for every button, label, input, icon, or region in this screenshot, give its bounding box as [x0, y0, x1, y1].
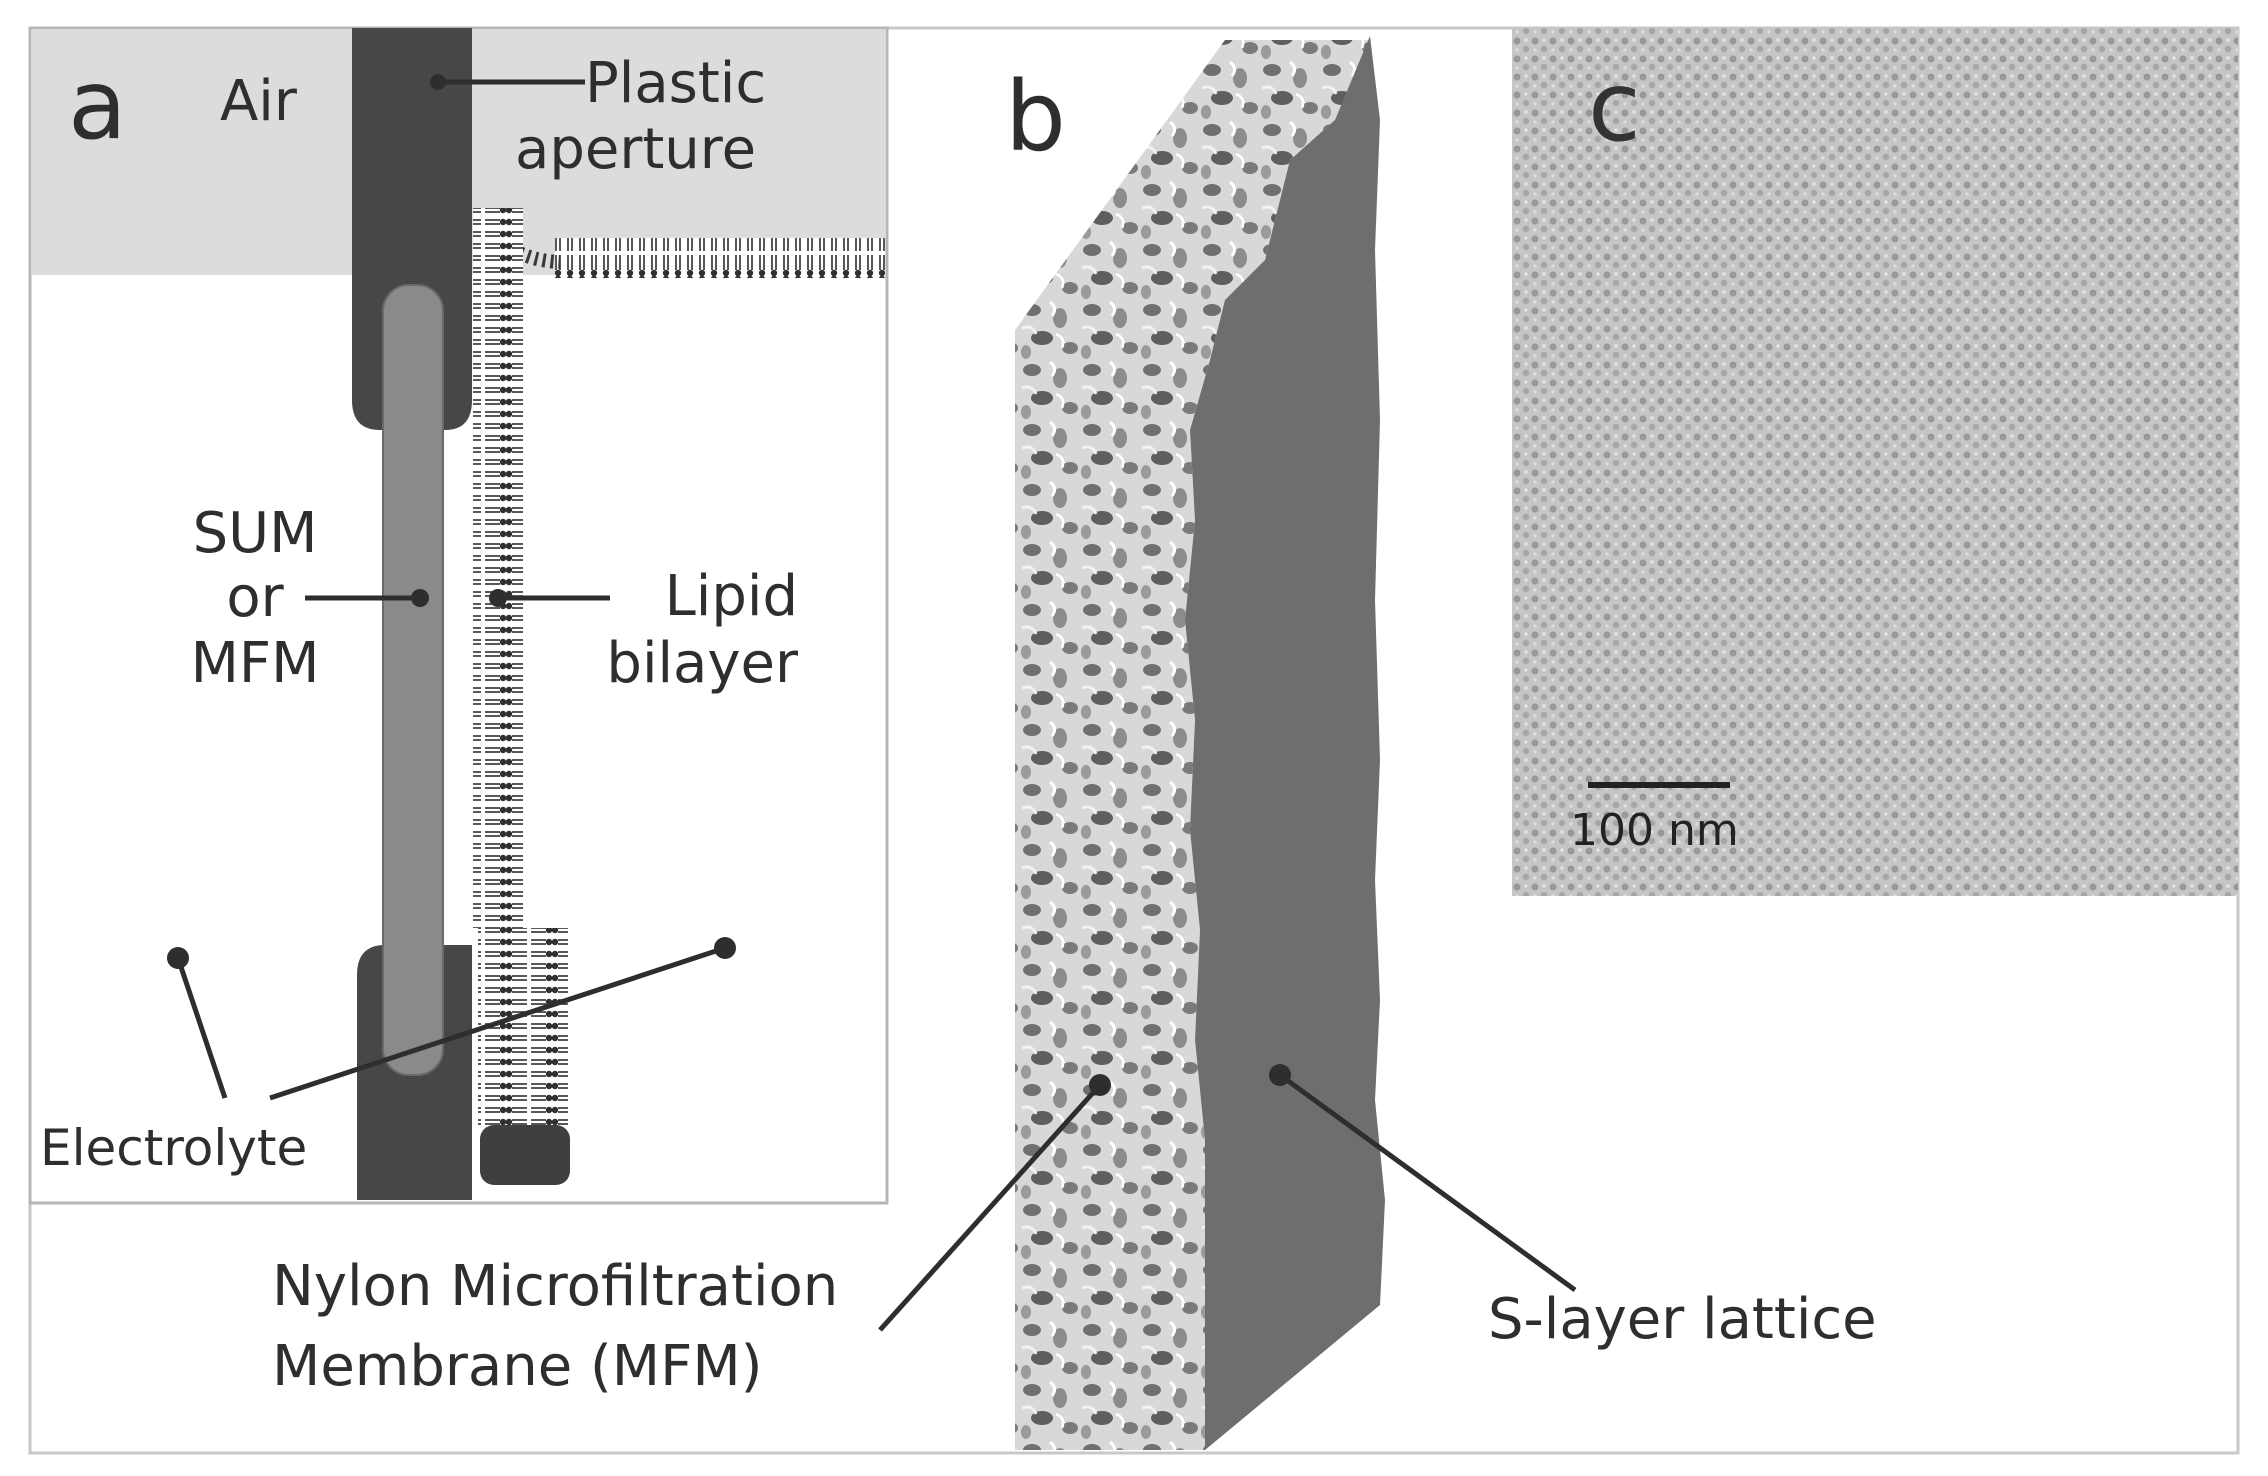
plastic-label-line1: Plastic: [585, 51, 766, 116]
sum-leader-dot: [411, 589, 429, 607]
nylon-leader: [878, 1083, 1102, 1332]
micrograph: [1512, 28, 2238, 896]
micrograph-shade: [1512, 28, 2238, 896]
electrolyte-dot-2: [714, 937, 736, 959]
panel-c-letter: c: [1588, 51, 1641, 163]
slayer-face: [1185, 36, 1385, 1450]
sum-label-line3: MFM: [191, 631, 320, 696]
sum-label-line1: SUM: [193, 501, 318, 566]
nylon-leader-dot: [1089, 1074, 1111, 1096]
scale-bar-label: 100 nm: [1570, 805, 1739, 856]
lipid-leader-dot: [489, 589, 507, 607]
air-label: Air: [220, 69, 298, 134]
lipid-label-line1: Lipid: [665, 564, 798, 629]
panel-b-letter: b: [1005, 61, 1066, 173]
nylon-label-line1: Nylon Microfiltration: [272, 1254, 838, 1319]
electrolyte-leader-2: [269, 945, 726, 1101]
sum-label-line2: or: [226, 565, 284, 630]
panel-c: c 100 nm: [1512, 28, 2238, 896]
electrolyte-label: Electrolyte: [40, 1119, 307, 1177]
plastic-leader-dot: [430, 74, 446, 90]
mfm-cross-section: [1015, 40, 1370, 1450]
panel-a: a Air Plastic aperture SUM or MFM Lipid …: [28, 26, 889, 1205]
lipid-bilayer: [473, 208, 523, 928]
lipid-label-line2: bilayer: [606, 631, 799, 696]
slayer-leader-dot: [1269, 1064, 1291, 1086]
plastic-label-line2: aperture: [515, 117, 756, 182]
panel-a-letter: a: [68, 49, 127, 161]
electrolyte-dot-1: [167, 947, 189, 969]
air-lipid-monolayer: [555, 238, 885, 278]
nylon-label-line2: Membrane (MFM): [272, 1334, 763, 1399]
panel-b: b Nylon Microfiltration Membrane (MFM) S…: [272, 36, 1877, 1450]
electrolyte-leader-1: [175, 957, 228, 1099]
slayer-leader: [1278, 1072, 1577, 1293]
lipid-end-cap: [480, 1125, 570, 1185]
lipid-bilayer-lower: [478, 928, 568, 1128]
sum-mfm-strip: [382, 284, 444, 1076]
slayer-label: S-layer lattice: [1488, 1287, 1877, 1352]
